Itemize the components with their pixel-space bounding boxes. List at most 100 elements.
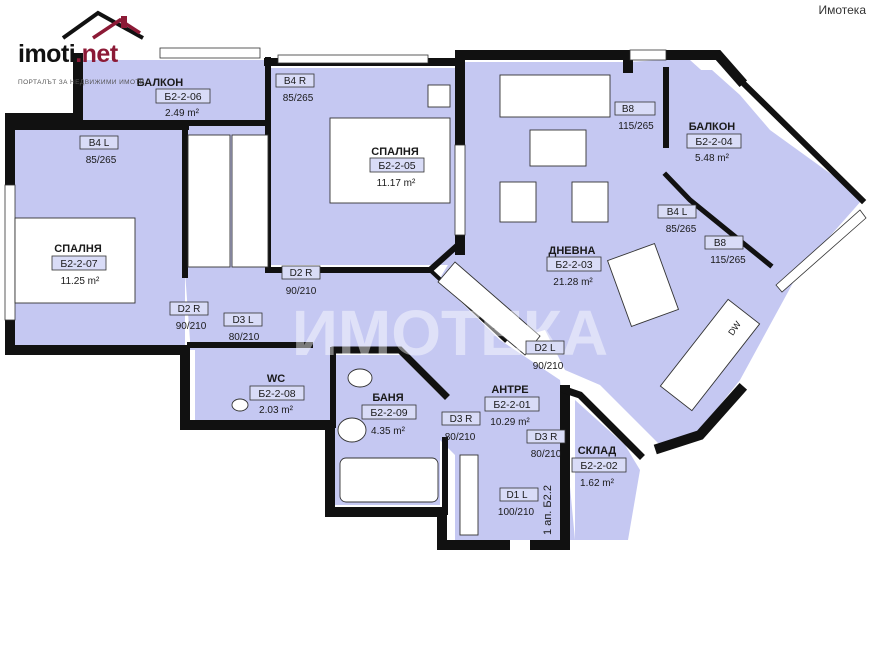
- room-name: БАНЯ: [372, 392, 403, 404]
- door-label-box: [657, 204, 697, 219]
- room-label-balcony-06: БАЛКОН Б2-2-06 2.49 m²: [137, 77, 211, 119]
- outer-wall-bottom-left: [180, 345, 510, 550]
- door-label-b4r: B4 R 85/265: [275, 73, 315, 104]
- door-label: D2 L: [534, 343, 556, 354]
- room-code-box: [484, 396, 540, 412]
- door-label-d2r-bed07: D2 R 90/210: [169, 301, 209, 332]
- coffee-table: [529, 129, 587, 167]
- door-label-b4l-left: B4 L 85/265: [79, 135, 119, 166]
- door-label-box: [525, 340, 565, 355]
- kitchen-counter-diag: [437, 261, 541, 356]
- room-label-living-03: ДНЕВНА Б2-2-03 21.28 m²: [546, 245, 602, 288]
- room-code-box: [686, 133, 742, 149]
- room-label-bedroom-07: СПАЛНЯ Б2-2-07 11.25 m²: [51, 243, 107, 287]
- room-code-box: [546, 256, 602, 272]
- bath-toilet: [347, 368, 373, 388]
- door-label-b8-right: B8 115/265: [704, 235, 746, 266]
- room-code: Б2-2-02: [580, 460, 617, 472]
- door-label: D2 R: [290, 268, 313, 279]
- door-label-box: [223, 312, 263, 327]
- door-label: B4 L: [667, 207, 688, 218]
- bath-sink: [337, 417, 367, 443]
- armchair-1: [499, 181, 537, 223]
- door-size: 115/265: [618, 121, 654, 132]
- door-label: D2 R: [178, 304, 201, 315]
- bathtub: [339, 457, 439, 503]
- room-label-balcony-04: БАЛКОН Б2-2-04 5.48 m²: [686, 121, 742, 164]
- shelf-unit: [459, 454, 479, 536]
- nightstand: [427, 84, 451, 108]
- door-label: D1 L: [506, 490, 528, 501]
- door-label-d3l-wc: D3 L 80/210: [223, 312, 263, 343]
- brand-name: Имотека: [818, 3, 866, 17]
- room-code-box: [249, 385, 305, 401]
- room-name: БАЛКОН: [137, 77, 184, 89]
- door-label-d2l-living: D2 L 90/210: [525, 340, 565, 372]
- wc-sink: [231, 398, 249, 412]
- floor-wc-08: [195, 350, 335, 420]
- room-code: Б2-2-08: [258, 388, 295, 400]
- sofa: [499, 74, 611, 118]
- room-code: Б2-2-09: [370, 407, 407, 419]
- room-area: 2.03 m²: [259, 405, 294, 416]
- room-name: СПАЛНЯ: [54, 243, 102, 255]
- bath-top-diag: [331, 346, 450, 400]
- house-roof-icon: [61, 10, 144, 40]
- door-label-box: [526, 429, 566, 444]
- door-label: D3 L: [232, 315, 254, 326]
- room-area: 1.62 m²: [580, 478, 615, 489]
- room-label-bath-09: БАНЯ Б2-2-09 4.35 m²: [361, 392, 417, 437]
- door-label: B8: [714, 238, 727, 249]
- door-label: D3 R: [450, 414, 473, 425]
- room-area: 5.48 m²: [695, 153, 730, 164]
- window-top-balcony06: [159, 47, 261, 59]
- room-area: 11.25 m²: [61, 276, 100, 287]
- apartment-label: 1 ап. Б2.2: [542, 485, 554, 535]
- room-label-hall-01: АНТРЕ Б2-2-01 10.29 m²: [484, 384, 540, 428]
- room-name: СПАЛНЯ: [371, 146, 419, 158]
- room-label-wc-08: WC Б2-2-08 2.03 m²: [249, 373, 305, 416]
- outer-wall-left: [5, 53, 190, 355]
- outer-wall-right-diag: [653, 382, 748, 455]
- door-label: B8: [622, 104, 635, 115]
- room-code: Б2-2-03: [555, 259, 592, 271]
- door-size: 90/210: [533, 361, 564, 372]
- door-label: D3 R: [535, 432, 558, 443]
- window-bedroom05: [454, 144, 466, 236]
- balcony04-wall: [660, 50, 748, 88]
- room-code: Б2-2-07: [60, 258, 97, 270]
- door-label-box: [79, 135, 119, 150]
- door-label-d3r-storage: D3 R 80/210: [526, 429, 566, 460]
- room-code-box: [571, 457, 627, 473]
- room-name: БАЛКОН: [689, 121, 736, 133]
- door-label: B4 R: [284, 76, 306, 87]
- watermark-text: ИМОТЕКА: [292, 297, 608, 369]
- door-label-box: [704, 235, 744, 250]
- site-logo[interactable]: imoti.net ПОРТАЛЪТ ЗА НЕДВИЖИМИ ИМОТИ: [8, 8, 168, 88]
- door-label-d1l-entry: D1 L 100/210: [498, 487, 539, 518]
- balcony04-outer-diag: [735, 75, 867, 205]
- room-name: WC: [267, 373, 285, 385]
- armchair-2: [571, 181, 609, 223]
- bed-bedroom07: [14, 217, 136, 304]
- room-code-box: [369, 157, 425, 173]
- wardrobe-left: [187, 134, 231, 268]
- door-size: 80/210: [445, 432, 476, 443]
- room-label-bedroom-05: СПАЛНЯ Б2-2-05 11.17 m²: [369, 146, 425, 189]
- floor-balcony-04: [668, 70, 860, 258]
- door-label-box: [499, 487, 539, 502]
- door-size: 90/210: [286, 286, 317, 297]
- room-code: Б2-2-06: [164, 91, 201, 103]
- door-label-box: [275, 73, 315, 88]
- storage-wall: [560, 385, 645, 460]
- room-code: Б2-2-05: [378, 160, 415, 172]
- room-area: 11.17 m²: [377, 178, 416, 189]
- door-size: 85/265: [283, 93, 314, 104]
- logo-tagline: ПОРТАЛЪТ ЗА НЕДВИЖИМИ ИМОТИ: [18, 79, 145, 86]
- room-area: 2.49 m²: [165, 108, 200, 119]
- room-code-box: [51, 255, 107, 271]
- window-left: [4, 184, 16, 321]
- wardrobe-right: [231, 134, 269, 268]
- door-size: 115/265: [710, 255, 746, 266]
- room-area: 21.28 m²: [553, 277, 593, 288]
